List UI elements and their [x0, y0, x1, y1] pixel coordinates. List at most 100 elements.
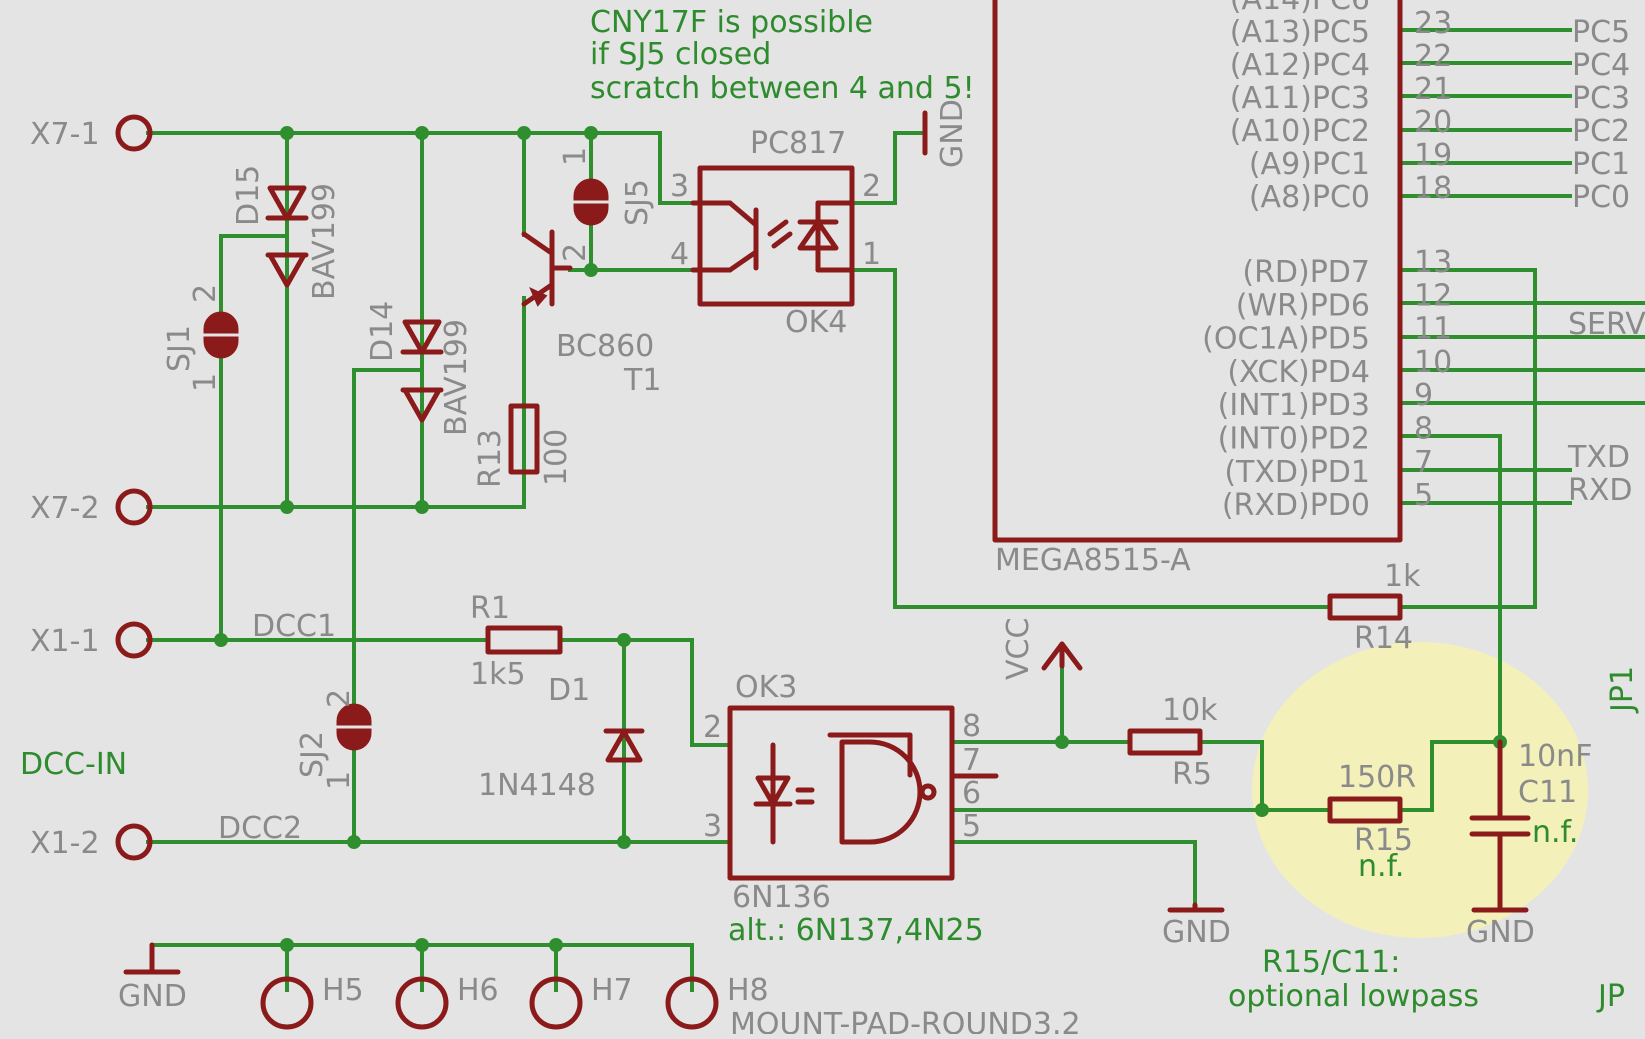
d15-name: D15	[231, 165, 266, 226]
optocoupler-ok3[interactable]: OK3 6N136 alt.: 6N137,4N25 2 3 8 7 6 5	[703, 670, 984, 948]
mcu-pin-number: 8	[1414, 412, 1433, 447]
mcu-pin-number: 12	[1414, 278, 1452, 313]
mcu-pin-name: (OC1A)PD5	[1202, 322, 1370, 357]
net-rxd: RXD	[1568, 473, 1633, 508]
ok3-pin8: 8	[962, 709, 981, 744]
mount-pads[interactable]: H5 H6 H7 H8 MOUNT-PAD-ROUND3.2	[260, 973, 1081, 1039]
h8-label: H8	[727, 973, 769, 1008]
mcu-pin-list: (A14)PC6(A13)PC523PC5(A12)PC422PC4(A11)P…	[1202, 0, 1630, 523]
mcu-name: MEGA8515-A	[995, 543, 1191, 578]
note-lowpass-line2: optional lowpass	[1228, 979, 1479, 1014]
vcc-label: VCC	[1001, 618, 1036, 680]
connector-x7-2[interactable]: X7-2	[30, 488, 153, 526]
mcu-net-label: PC4	[1572, 48, 1630, 83]
ok4-pin4: 4	[670, 237, 689, 272]
solder-jumper-sj5[interactable]: SJ5 1 2	[558, 147, 655, 262]
net-dcc2: DCC2	[218, 811, 302, 846]
ok3-pin7: 7	[962, 743, 981, 778]
gnd-symbol-mount: GND	[118, 942, 187, 1014]
resistor-r1[interactable]: R1 1k5	[470, 591, 563, 692]
sj1-pin1: 1	[188, 373, 223, 392]
mcu-pin-number: 9	[1414, 378, 1433, 413]
x7-1-label: X7-1	[30, 117, 100, 152]
mcu-pin-name: (INT1)PD3	[1218, 388, 1370, 423]
sj5-name: SJ5	[620, 179, 655, 226]
mcu-pin-name: (A13)PC5	[1230, 15, 1370, 50]
mcu-pin-number: 18	[1414, 171, 1452, 206]
mcu-pin-number: 20	[1414, 105, 1452, 140]
h5-label: H5	[322, 973, 364, 1008]
diode-d1[interactable]: D1 1N4148	[478, 673, 645, 803]
mcu-pin-name: (A10)PC2	[1230, 114, 1370, 149]
mcu-pin-name: (A8)PC0	[1249, 180, 1370, 215]
ok3-pin6: 6	[962, 776, 981, 811]
c11-value: 10nF	[1518, 739, 1592, 774]
r13-name: R13	[473, 429, 508, 488]
mcu-pin-name: (INT0)PD2	[1218, 422, 1370, 457]
t1-name: T1	[623, 363, 661, 398]
transistor-t1[interactable]: BC860 T1	[521, 229, 661, 398]
label-jp1: JP1	[1605, 666, 1640, 714]
sj2-pin2: 2	[322, 689, 357, 708]
r15-note: n.f.	[1358, 849, 1404, 884]
mcu-pin-number: 10	[1414, 345, 1452, 380]
x1-1-label: X1-1	[30, 624, 100, 659]
ok4-pin1: 1	[862, 237, 881, 272]
gnd-mount-label: GND	[118, 979, 187, 1014]
ok3-pin3: 3	[703, 809, 722, 844]
diode-d15[interactable]: D15 BAV199	[231, 165, 342, 300]
solder-jumper-sj2[interactable]: SJ2 2 1	[295, 689, 372, 790]
resistor-r13[interactable]: R13 100	[473, 403, 574, 488]
connector-x1-1[interactable]: X1-1	[30, 621, 153, 659]
mcu-pin-name: (A12)PC4	[1230, 48, 1370, 83]
mcu-mega8515[interactable]: MEGA8515-A (A14)PC6(A13)PC523PC5(A12)PC4…	[992, 0, 1630, 578]
diode-d14[interactable]: D14 BAV199	[365, 301, 474, 436]
r14-name: R14	[1354, 621, 1413, 656]
mcu-pin-name: (A11)PC3	[1230, 81, 1370, 116]
note-cny-line2: if SJ5 closed	[590, 37, 771, 72]
mcu-pin-number: 5	[1414, 478, 1433, 513]
mcu-pin-name: (WR)PD6	[1236, 288, 1370, 323]
sj5-pin2: 2	[558, 243, 593, 262]
x7-2-label: X7-2	[30, 491, 100, 526]
t1-value: BC860	[556, 329, 654, 364]
optocoupler-ok4[interactable]: PC817 OK4 3 4 2 1	[670, 126, 881, 340]
resistor-r15[interactable]: 150R R15 n.f.	[1327, 760, 1416, 884]
connector-x1-2[interactable]: X1-2	[30, 823, 153, 861]
capacitor-c11[interactable]: 10nF C11 n.f.	[1469, 739, 1592, 911]
resistor-r5[interactable]: 10k R5	[1127, 693, 1218, 792]
ok3-alt: alt.: 6N137,4N25	[728, 913, 984, 948]
r1-value: 1k5	[470, 657, 526, 692]
ok4-name: OK4	[785, 305, 847, 340]
h6-label: H6	[457, 973, 499, 1008]
solder-jumper-sj1[interactable]: SJ1 2 1	[162, 284, 239, 392]
net-txd: TXD	[1567, 440, 1630, 475]
mcu-pin-name: (RXD)PD0	[1222, 488, 1370, 523]
x1-2-label: X1-2	[30, 826, 100, 861]
ok3-name: OK3	[735, 670, 797, 705]
r5-value: 10k	[1162, 693, 1218, 728]
d1-name: D1	[548, 673, 590, 708]
sj2-name: SJ2	[295, 731, 330, 778]
mcu-pin-name: (XCK)PD4	[1227, 355, 1370, 390]
net-dcc1: DCC1	[252, 609, 336, 644]
mcu-pin-name: (A9)PC1	[1249, 147, 1370, 182]
label-dcc-in: DCC-IN	[20, 747, 127, 782]
d14-value: BAV199	[439, 319, 474, 436]
gnd-c11-label: GND	[1466, 915, 1535, 950]
gnd-top-label: GND	[935, 99, 970, 168]
resistor-r14[interactable]: 1k R14	[1327, 559, 1421, 656]
connector-x7-1[interactable]: X7-1	[30, 114, 153, 152]
mcu-net-label: PC3	[1572, 81, 1630, 116]
ok4-value: PC817	[750, 126, 846, 161]
mount-pad-label: MOUNT-PAD-ROUND3.2	[730, 1007, 1081, 1034]
ok3-pin2: 2	[703, 710, 722, 745]
mcu-pin-name: (TXD)PD1	[1224, 455, 1370, 490]
mcu-net-label: PC0	[1572, 180, 1630, 215]
mcu-pin-number: 13	[1414, 245, 1452, 280]
r15-name: R15	[1354, 823, 1413, 858]
mcu-pin-number: 7	[1414, 445, 1433, 480]
c11-note: n.f.	[1532, 815, 1578, 850]
